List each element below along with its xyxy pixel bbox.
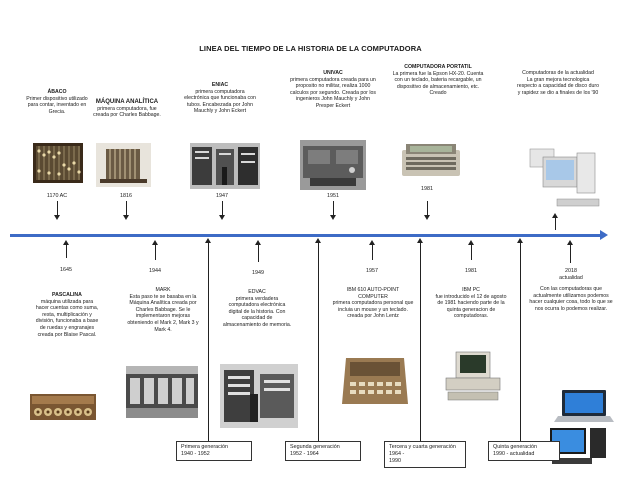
event-title: MARK [155, 287, 171, 293]
event-year: 1981 [465, 268, 477, 274]
event-description: Primer dispositivo utilizado para contar… [26, 95, 88, 115]
event-description: Esta paso te se basaba en la Máquina Ana… [127, 293, 199, 333]
arrow-down-icon [330, 215, 336, 220]
generation-box-4: Quinta generación 1990 - actualidad [488, 441, 560, 461]
event-description: La gran mejora tecnologica respecto a ca… [517, 76, 599, 96]
event-description: primera computadora, fue creada por Char… [93, 105, 161, 119]
event-year: 1981 [421, 186, 433, 192]
pascalina-image [28, 390, 98, 424]
ibm-610-image [340, 348, 410, 410]
arrow-up-icon [63, 240, 69, 245]
event-year: 1816 [120, 193, 132, 199]
generation-box-2: Segunda generación 1952 - 1964 [285, 441, 361, 461]
mark-image [126, 366, 198, 418]
event-pascalina: PASCALINA máquina utilizada para hacer c… [35, 292, 99, 338]
arrow-down-icon [219, 215, 225, 220]
event-maquina-analitica: MÁQUINA ANALÍTICA primera computadora, f… [92, 99, 162, 119]
arrow-down-icon [123, 215, 129, 220]
event-actualidad-top: Computadoras de la actualidad La gran me… [517, 70, 599, 96]
event-title: IBM PC [462, 287, 480, 293]
event-year: 1947 [216, 193, 228, 199]
event-year: 1944 [149, 268, 161, 274]
event-description: Con las computadoras que actualmente uti… [529, 286, 613, 312]
event-eniac: ENIAC primera computadora electrónica qu… [184, 82, 256, 115]
event-title: Computadoras de la actualidad [522, 70, 594, 76]
event-description: primera computadora creada para un propo… [290, 76, 376, 109]
maquina-analitica-image [96, 143, 151, 187]
event-univac: UNIVAC primera computadora creada para u… [287, 70, 379, 110]
arrow-up-icon [205, 238, 211, 243]
event-year: 1957 [366, 268, 378, 274]
event-year: 1951 [327, 193, 339, 199]
eniac-image [190, 143, 260, 189]
event-description: primera computadora personal que incluia… [332, 300, 414, 320]
event-description: fue introducido el 12 de agosto de 1981 … [435, 293, 507, 320]
generation-label: Primera generación [181, 444, 229, 450]
event-title: UNIVAC [323, 70, 343, 76]
event-title: IBM 610 AUTO-POINT COMPUTER [346, 287, 400, 300]
arrow-up-icon [369, 240, 375, 245]
event-title: EDVAC [248, 289, 266, 295]
event-title: COMPUTADORA PORTATIL [404, 64, 472, 70]
generation-label: Tercera y cuarta generación 1964 - [389, 444, 456, 457]
event-title: PASCALINA [52, 292, 82, 298]
event-description: primera computadora electrónica que func… [184, 88, 256, 115]
event-title: actualidad [559, 275, 583, 281]
actualidad-desktop-image [527, 143, 607, 215]
arrow-up-icon [152, 240, 158, 245]
event-year: 1949 [252, 270, 264, 276]
generation-range: 1940 - 1952 [181, 451, 210, 457]
event-description: máquina utilizada para hacer cuentas com… [35, 298, 99, 338]
arrow-down-icon [54, 215, 60, 220]
generation-range: 1952 - 1964 [290, 451, 319, 457]
event-abaco: ÁBACO Primer dispositivo utilizado para … [26, 89, 88, 115]
event-actualidad-bottom: Con las computadoras que actualmente uti… [529, 286, 613, 312]
generation-box-3: Tercera y cuarta generación 1964 - 1990 [384, 441, 466, 468]
arrow-up-icon [567, 240, 573, 245]
event-description: primera verdadera computadora electrónic… [222, 295, 292, 328]
generation-range: 1990 - actualidad [493, 451, 535, 457]
portatil-image [400, 140, 462, 182]
abaco-image [33, 143, 83, 183]
event-title-actualidad: actualidad [557, 275, 585, 282]
event-title: ÁBACO [47, 89, 67, 95]
event-ibm-610: IBM 610 AUTO-POINT COMPUTER primera comp… [332, 287, 414, 320]
event-year: 2018 [565, 268, 577, 274]
event-title: MÁQUINA ANALÍTICA [95, 99, 159, 105]
page-title: LINEA DEL TIEMPO DE LA HISTORIA DE LA CO… [199, 44, 422, 53]
timeline-axis [10, 234, 604, 237]
event-mark: MARK Esta paso te se basaba en la Máquin… [124, 287, 202, 333]
generation-range: 1990 [389, 458, 401, 464]
generation-label: Segunda generación [290, 444, 340, 450]
event-portatil: COMPUTADORA PORTATIL La primera fue la E… [392, 64, 484, 97]
event-description: La primera fue la Epson HX-20. Cuenta co… [392, 70, 484, 97]
arrow-up-icon [315, 238, 321, 243]
edvac-image [220, 364, 298, 428]
arrow-up-icon [552, 213, 558, 218]
arrow-up-icon [517, 238, 523, 243]
generation-label: Quinta generación [493, 444, 538, 450]
event-title: ENIAC [211, 82, 229, 88]
generation-box-1: Primera generación 1940 - 1952 [176, 441, 252, 461]
event-year: 1170 AC [46, 193, 68, 199]
event-year: 1645 [60, 267, 72, 273]
event-ibm-pc: IBM PC fue introducido el 12 de agosto d… [434, 287, 508, 320]
univac-image [300, 140, 366, 190]
timeline-arrow-icon [600, 230, 608, 240]
arrow-up-icon [255, 240, 261, 245]
arrow-down-icon [424, 215, 430, 220]
ibm-pc-image [442, 350, 504, 402]
event-edvac: EDVAC primera verdadera computadora elec… [222, 289, 292, 329]
arrow-up-icon [417, 238, 423, 243]
arrow-up-icon [468, 240, 474, 245]
